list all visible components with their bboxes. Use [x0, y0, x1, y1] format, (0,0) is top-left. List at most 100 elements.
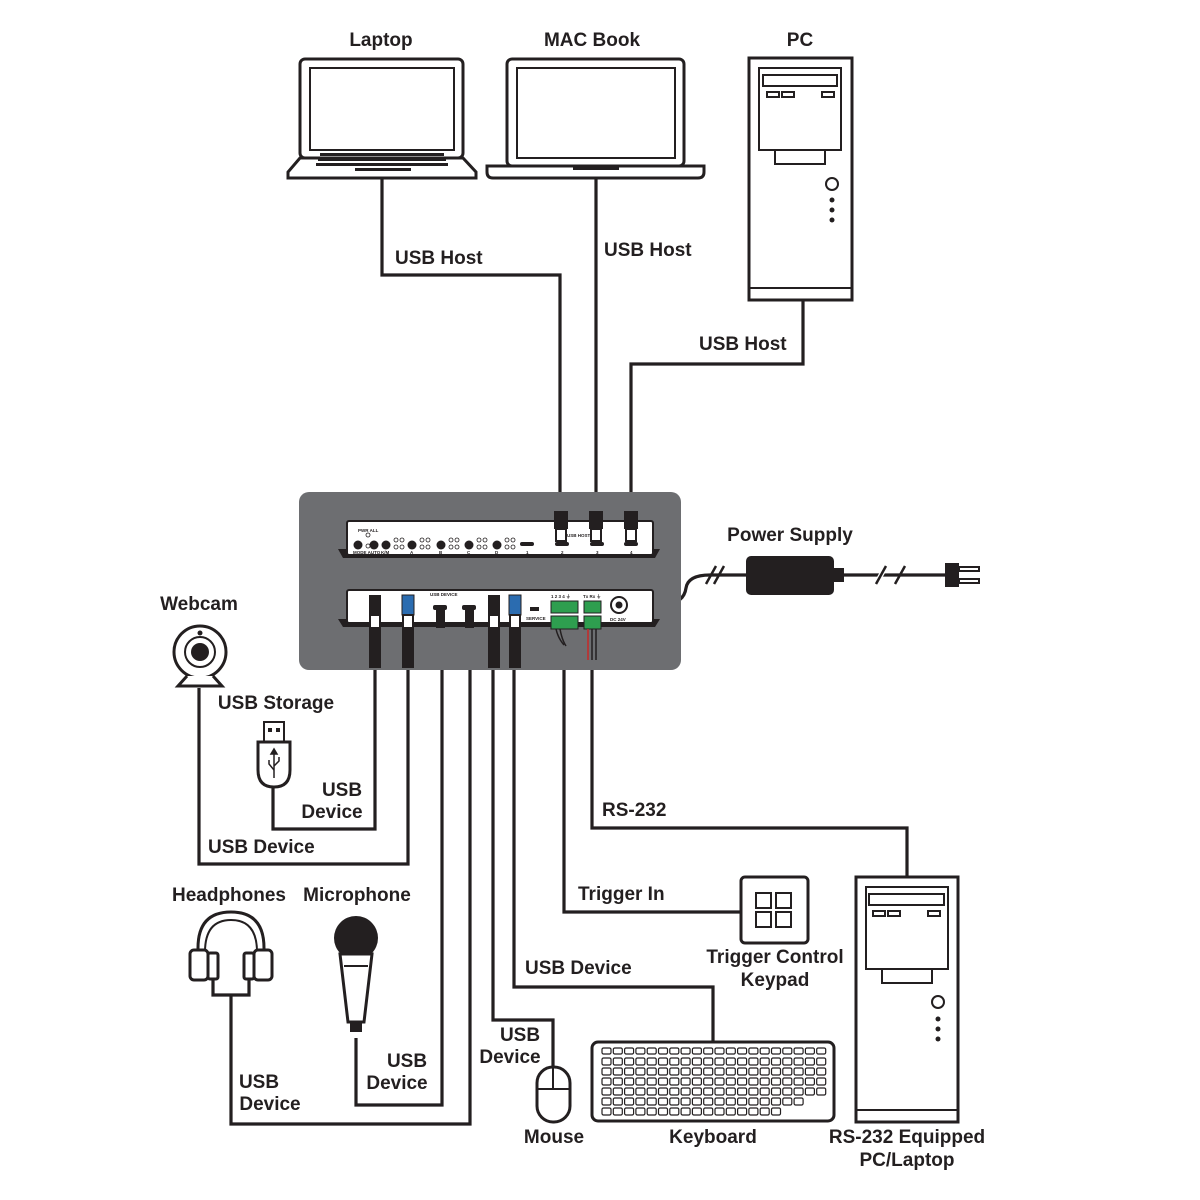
usb-host-port-2 [555, 542, 569, 546]
keyboard-function-key [646, 1047, 657, 1055]
keyboard-key [770, 1057, 782, 1066]
rear-panel: USB DEVICE SERVICE 1 2 3 4 ⏚ Tx Rx ⏚ [338, 589, 660, 668]
service-port [530, 607, 539, 611]
keyboard-key [759, 1067, 770, 1076]
keyboard-function-key [691, 1047, 703, 1055]
keyboard-key [725, 1087, 736, 1096]
keyboard-function-key [725, 1047, 736, 1055]
front-port-d-label: D [495, 550, 499, 555]
keyboard-key [793, 1077, 804, 1086]
power-supply-label: Power Supply [727, 525, 853, 546]
keyboard-key [703, 1087, 714, 1096]
usb-host-port-1-number: 1 [526, 550, 529, 555]
keyboard-key [680, 1077, 691, 1086]
usb-a-port-4 [508, 594, 522, 616]
keyboard-key [793, 1067, 804, 1076]
front-port-a-label: A [410, 550, 414, 555]
rs232-terminal-block [583, 600, 602, 630]
keyboard-function-key [736, 1047, 748, 1055]
cable-microphone-usb-device [354, 650, 444, 1107]
usb-storage-label: USB Storage [218, 693, 334, 714]
keyboard-key [691, 1087, 703, 1096]
keyboard-key [759, 1087, 770, 1096]
keyboard-key [657, 1097, 669, 1106]
usb-c-port-1 [433, 605, 447, 610]
mouse-label: Mouse [524, 1127, 584, 1148]
keyboard-key [748, 1107, 759, 1116]
usb-storage: USB Storage [218, 693, 334, 789]
trigger-keypad-label-line1: Trigger Control [706, 947, 843, 968]
webcam-connection-label: USB Device [208, 837, 315, 858]
keyboard-key [748, 1097, 759, 1106]
keyboard-key [770, 1067, 782, 1076]
front-mode-auto-label: MODE AUTO [353, 550, 381, 555]
cable-pc-usb-host [629, 300, 805, 515]
keyboard-function-key [680, 1047, 691, 1055]
keyboard-key [657, 1077, 669, 1086]
front-usb-host-label: USB HOST [567, 533, 591, 538]
keyboard-function-key [612, 1047, 623, 1055]
keyboard-connection-label: USB Device [525, 958, 632, 979]
keyboard-key [680, 1107, 691, 1116]
keyboard-function-key [782, 1047, 793, 1055]
front-port-b-label: B [439, 550, 443, 555]
laptop-connection-label: USB Host [395, 248, 483, 269]
front-port-d: D [476, 537, 502, 555]
front-port-a: A [393, 537, 417, 555]
keyboard-key [804, 1057, 816, 1066]
keyboard-key [657, 1107, 669, 1116]
keyboard-key [703, 1107, 714, 1116]
cable-laptop-usb-host [380, 178, 562, 515]
keyboard-key [646, 1107, 657, 1116]
keyboard-key [623, 1057, 635, 1066]
keyboard-key [736, 1097, 748, 1106]
keyboard-key [601, 1097, 612, 1106]
keyboard-key [646, 1067, 657, 1076]
keyboard-key [612, 1077, 623, 1086]
keyboard-key [691, 1107, 703, 1116]
keyboard-key [782, 1087, 793, 1096]
rs232-pc-label-line1: RS-232 Equipped [829, 1127, 985, 1148]
laptop: Laptop [286, 30, 478, 180]
keyboard-key [736, 1087, 748, 1096]
connection-labels: USB Host USB Host USB Host USB Device US… [208, 240, 787, 1115]
keyboard-key [748, 1057, 759, 1066]
microphone-connection-label-line1: USB [387, 1051, 427, 1072]
keyboard-key [623, 1097, 635, 1106]
laptop-keyboard-keys [316, 153, 448, 171]
keyboard-key [635, 1067, 646, 1076]
usb-host-port-4-number: 4 [630, 550, 633, 555]
keyboard-key [770, 1087, 782, 1096]
keyboard-key [669, 1107, 680, 1116]
keyboard-key [782, 1077, 793, 1086]
keyboard-key [657, 1057, 669, 1066]
mouse-connection-label-line1: USB [500, 1025, 540, 1046]
macbook-connection-label: USB Host [604, 240, 692, 261]
keyboard-key [680, 1097, 691, 1106]
cable-keyboard-usb-device [512, 668, 715, 1042]
cable-rs232 [590, 660, 909, 877]
keyboard-function-key [816, 1047, 827, 1055]
keyboard-key [623, 1077, 635, 1086]
rear-dc-label: DC 24V [610, 617, 626, 622]
headphones: Headphones [172, 885, 286, 997]
macbook: MAC Book [485, 30, 706, 180]
keyboard-key [804, 1087, 816, 1096]
trigger-keypad-label-line2: Keypad [741, 970, 810, 991]
cable-webcam-usb-device [197, 668, 410, 866]
microphone-connection-label-line2: Device [366, 1073, 427, 1094]
keyboard-key [669, 1057, 680, 1066]
keyboard-key [635, 1087, 646, 1096]
ac-plug-icon [945, 563, 980, 587]
keyboard-key [748, 1067, 759, 1076]
keyboard-key [691, 1077, 703, 1086]
keyboard-key [714, 1107, 725, 1116]
keyboard-key [612, 1107, 623, 1116]
keyboard-function-key [657, 1047, 669, 1055]
keyboard-key [703, 1077, 714, 1086]
headphones-connection-label-line1: USB [239, 1072, 279, 1093]
cable-trigger-in [562, 645, 741, 914]
front-panel: PWR ALL MODE AUTO K/M A [338, 511, 660, 558]
keyboard-key [714, 1097, 725, 1106]
keyboard-key [759, 1097, 770, 1106]
